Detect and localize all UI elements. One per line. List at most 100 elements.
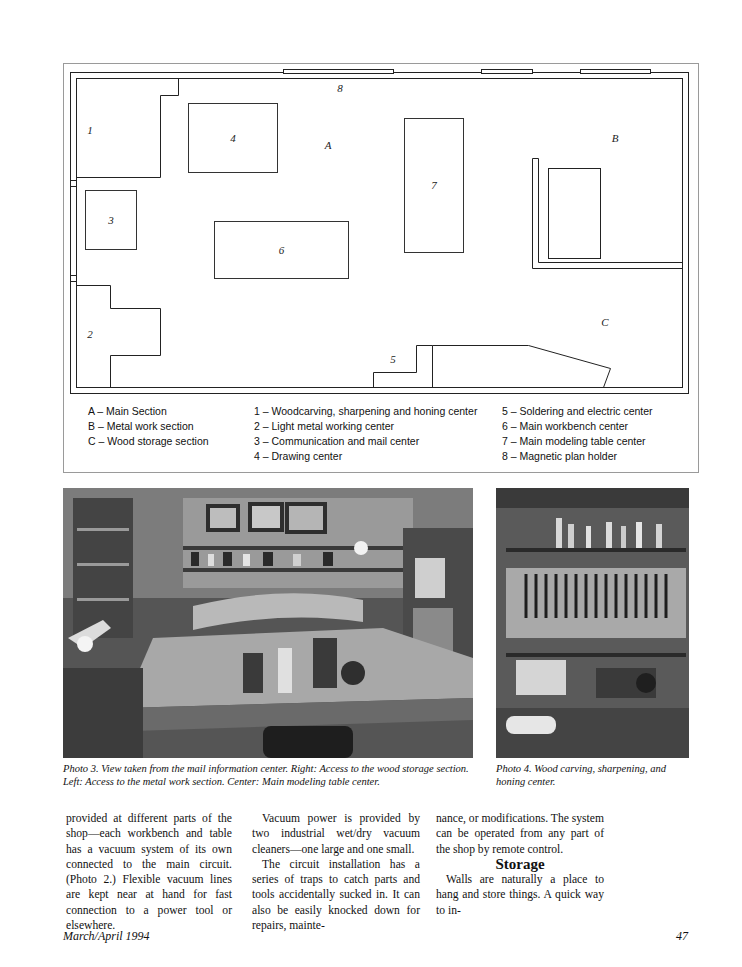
key-entry: 3 – Communication and mail center: [254, 435, 419, 447]
box-number: 4: [230, 133, 236, 144]
room-number: 1: [87, 125, 93, 136]
key-entry: 5 – Soldering and electric center: [502, 405, 653, 417]
floor-plan-walls: [71, 70, 689, 394]
photo-carving-center-part: [506, 548, 686, 552]
photo-workshop-part: [123, 628, 473, 708]
photo-workshop-part: [77, 563, 129, 566]
photo-workshop-part: [210, 508, 236, 528]
key-entry: B – Metal work section: [88, 420, 194, 432]
photo-workshop-part: [252, 506, 280, 528]
box-number: 6: [279, 245, 285, 256]
photo-workshop-part: [263, 552, 273, 566]
photo-carving-center-part-part: [665, 574, 668, 618]
photo-workshop-part: [263, 726, 353, 758]
photo-carving-center-part: [568, 524, 574, 548]
plan-box: 4: [188, 103, 278, 173]
box-number: 3: [108, 215, 114, 226]
photo-workshop-part: [77, 528, 129, 531]
key-entry: 8 – Magnetic plan holder: [502, 450, 617, 462]
photo-carving-center-part-part: [595, 574, 598, 618]
photo-carving-center-part-part: [555, 574, 558, 618]
photo-carving-center-part: [556, 518, 562, 548]
photo-carving-center-part: [621, 526, 626, 548]
key-entry: 4 – Drawing center: [254, 450, 342, 462]
key-entry: 7 – Main modeling table center: [502, 435, 646, 447]
floor-plan-counters: [77, 79, 683, 388]
photo-workshop-part: [278, 648, 292, 693]
photo-workshop-part: [285, 502, 327, 534]
floor-plan-counters-part: [549, 169, 601, 259]
diagram-frame: [64, 64, 699, 473]
key-entry: A – Main Section: [88, 405, 167, 417]
body-text: nance, or modifications. The system can …: [436, 811, 604, 857]
floor-plan-counters-part: [374, 346, 433, 388]
section-letter: B: [612, 133, 619, 144]
floor-plan-counters-part: [533, 159, 683, 269]
floor-plan-walls-part: [77, 79, 683, 388]
photo-carving-center-part: [636, 673, 656, 693]
photo-carving-center-part: [596, 668, 656, 698]
photo-carving-center-part-part: [525, 574, 528, 618]
section-letter: C: [601, 317, 608, 328]
photo-caption: Photo 4. Wood carving, sharpening, and h…: [496, 763, 690, 788]
body-text: Vacuum power is provided by two industri…: [252, 811, 420, 857]
floor-plan-counters-part: [433, 346, 611, 388]
floor-plan-walls-part: [71, 73, 689, 394]
photo-carving-center-part: [496, 488, 689, 758]
text-column: provided at different parts of the shop—…: [66, 811, 232, 933]
photo-carving-center-part: [636, 522, 642, 548]
floor-plan-walls-part: [71, 181, 77, 187]
plan-box: 7: [404, 118, 464, 253]
photo-workshop-part: [243, 653, 263, 693]
text-column: Vacuum power is provided by two industri…: [252, 811, 420, 933]
floor-plan-counters-part: [77, 79, 179, 178]
photo-carving-center-part-part: [605, 574, 608, 618]
photo-workshop-part: [243, 554, 250, 566]
section-letter: A: [325, 140, 332, 151]
photo-workshop-part: [223, 552, 232, 566]
plan-box: 6: [214, 221, 349, 279]
body-text: Walls are naturally a place to hang and …: [436, 872, 604, 918]
key-entry: 6 – Main workbench center: [502, 420, 628, 432]
photo-workshop-part: [208, 554, 214, 566]
photo-carving-center-part: [496, 708, 689, 758]
photo-carving-center-part-part: [615, 574, 618, 618]
photo-workshop-part: [183, 498, 413, 588]
photo-workshop: [63, 488, 473, 758]
photo-workshop-part: [248, 502, 284, 532]
issue-date: March/April 1994: [63, 930, 150, 942]
photo-carving-center-part: [496, 488, 689, 508]
photo-workshop-part: [289, 506, 323, 530]
floor-plan-counters-part: [77, 286, 161, 388]
photo-carving-center-part: [506, 568, 686, 638]
photo-carving-center-part-part: [645, 574, 648, 618]
photo-workshop-part: [323, 552, 333, 566]
photo-workshop-part: [193, 593, 363, 630]
photo-carving-center-part: [506, 716, 556, 734]
section-heading: Storage: [436, 857, 604, 872]
photo-workshop-part: [73, 498, 133, 638]
photo-carving-center-part-part: [625, 574, 628, 618]
photo-carving-center-part: [606, 522, 612, 548]
text-column: nance, or modifications. The system can …: [436, 811, 604, 918]
photo-carving-center-part: [586, 526, 591, 548]
photo-carving-center-part-part: [565, 574, 568, 618]
floor-plan-walls-part: [71, 276, 77, 282]
photo-workshop-part: [77, 598, 129, 601]
room-number: 2: [87, 329, 93, 340]
floor-plan-walls-part: [482, 70, 533, 74]
photo-workshop-part: [183, 546, 413, 550]
photo-carving-center-part: [516, 660, 566, 695]
photo-workshop-part: [191, 552, 199, 566]
plan-box: 3: [85, 190, 137, 250]
photo-workshop-part: [341, 661, 365, 685]
photo-caption: Photo 3. View taken from the mail inform…: [63, 763, 475, 788]
room-number: 8: [337, 83, 343, 94]
floor-plan-counters-part: [539, 159, 683, 263]
photo-workshop-part: [183, 568, 413, 572]
photo-workshop-part: [77, 636, 93, 652]
photo-carving-center-part-part: [575, 574, 578, 618]
key-entry: 1 – Woodcarving, sharpening and honing c…: [254, 405, 477, 417]
key-entry: C – Wood storage section: [88, 435, 209, 447]
